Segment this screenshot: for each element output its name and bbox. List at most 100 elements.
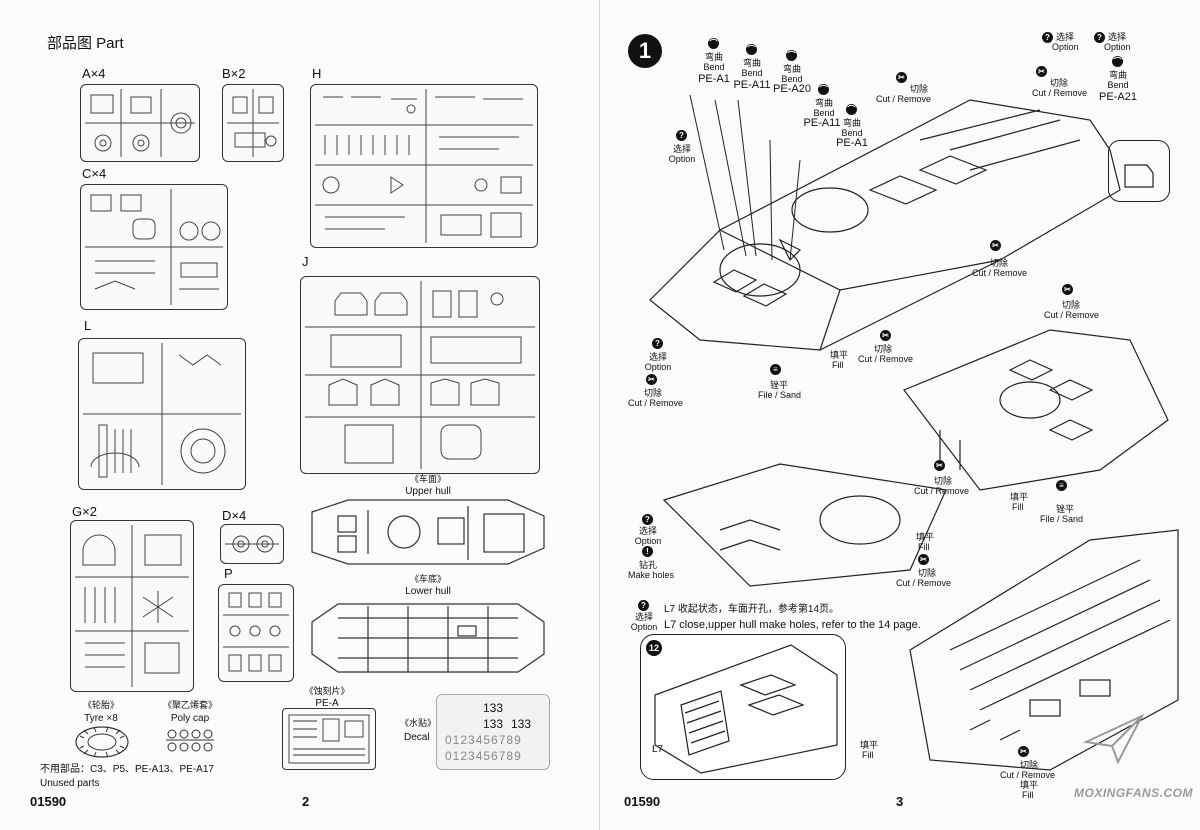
fill-en: Fill [832, 360, 844, 370]
sprue-a-label: A×4 [82, 66, 106, 81]
cut-cn: 切除 [1020, 760, 1039, 770]
bend-en: Bend [841, 128, 863, 138]
sub-step-number: 12 [646, 640, 662, 656]
polycap-drawing [162, 726, 218, 754]
product-code: 01590 [30, 794, 67, 809]
lower-hull-drawing [308, 598, 548, 678]
tyre-cn: 《轮胎》 [82, 700, 119, 710]
cut-en: Cut / Remove [628, 398, 684, 408]
fill-cn: 填平 [1010, 492, 1029, 502]
bend-icon: ⌒ [1112, 56, 1123, 67]
fill-en: Fill [862, 750, 874, 760]
watermark-logo [1082, 712, 1146, 766]
cut-cn: 切除 [644, 388, 663, 398]
hull-lower-assembly [890, 500, 1180, 790]
sprue-h [310, 84, 538, 248]
lower-hull-cn: 《车底》 [409, 574, 446, 584]
option-icon: ? [676, 130, 687, 141]
bend-icon: ⌒ [746, 44, 757, 55]
sprue-b [222, 84, 284, 162]
cut-en: Cut / Remove [1044, 310, 1100, 320]
sprue-g-label: G×2 [72, 504, 97, 519]
cut-icon: ✂ [918, 554, 929, 565]
cut-en: Cut / Remove [876, 94, 932, 104]
watermark-text: MOXINGFANS.COM [1074, 786, 1194, 800]
bend-icon: ⌒ [846, 104, 857, 115]
pe-part-3: PE-A20 [773, 83, 811, 95]
file-cn: 锉平 [1056, 504, 1075, 514]
cut-cn: 切除 [910, 84, 929, 94]
decal-label: Decal [404, 732, 430, 743]
sprue-h-label: H [312, 66, 322, 81]
decal-numbers-2: 0123456789 [445, 749, 522, 763]
option-cn: 选择 [638, 526, 657, 536]
option-icon: ? [638, 600, 649, 611]
holes-en: Make holes [628, 570, 675, 580]
decal-cn: 《水贴》 [400, 718, 437, 728]
bend-cn: 弯曲 [1108, 70, 1127, 80]
bend-cn: 弯曲 [742, 58, 761, 68]
file-icon: ≡ [1056, 480, 1067, 491]
bend-icon: ⌒ [786, 50, 797, 61]
bend-cn: 弯曲 [782, 64, 801, 74]
cut-en: Cut / Remove [858, 354, 914, 364]
fill-cn: 填平 [916, 532, 935, 542]
bend-cn: 弯曲 [842, 118, 861, 128]
cut-cn: 切除 [934, 476, 953, 486]
pe-part-1: PE-A1 [698, 73, 730, 85]
upper-hull-drawing [308, 496, 548, 568]
upper-hull-cn: 《车面》 [409, 474, 446, 484]
fill-en: Fill [918, 542, 930, 552]
pe-label: PE-A [315, 698, 339, 709]
sub-step-label: L7 [652, 744, 664, 755]
decal-tag-2: 133 [483, 717, 504, 731]
pe-part-4: PE-A11 [803, 117, 841, 129]
bend-en: Bend [741, 68, 763, 78]
decal-tag-3: 133 [511, 717, 532, 731]
file-en: File / Sand [1040, 514, 1084, 524]
cut-en: Cut / Remove [914, 486, 970, 496]
option-icon: ? [642, 514, 653, 525]
sprue-j [300, 276, 540, 474]
sprue-b-label: B×2 [222, 66, 246, 81]
file-en: File / Sand [758, 390, 802, 400]
holes-cn: 钻孔 [638, 560, 657, 570]
option-en: Option [634, 536, 662, 546]
polycap-label: Poly cap [170, 713, 210, 724]
cut-cn: 切除 [874, 344, 893, 354]
page-title: 部品图 Part [47, 35, 124, 52]
drill-icon: ! [642, 546, 653, 557]
bend-en: Bend [781, 74, 803, 84]
pe-a21-detail [1108, 140, 1170, 202]
unused-parts-list: C3、P5、PE-A13、PE-A17 [90, 764, 214, 775]
cut-icon: ✂ [1062, 284, 1073, 295]
upper-hull-label: Upper hull [405, 486, 451, 497]
option-cn: 选择 [1108, 32, 1127, 42]
option-icon: ? [1042, 32, 1053, 43]
cut-icon: ✂ [934, 460, 945, 471]
fill-cn: 填平 [1020, 780, 1039, 790]
polycap-cn: 《聚乙烯套》 [162, 700, 217, 710]
fill-cn: 填平 [830, 350, 849, 360]
decal-sheet: 133 133 133 0123456789 0123456789 [436, 694, 550, 770]
option-en: Option [630, 622, 658, 632]
unused-label: Unused parts [40, 778, 100, 789]
tyre-drawing [74, 724, 130, 760]
option-cn: 选择 [634, 612, 653, 622]
cut-cn: 切除 [1050, 78, 1069, 88]
option-en: Option [644, 362, 672, 372]
decal-numbers-1: 0123456789 [445, 733, 522, 747]
tyre-label: Tyre ×8 [84, 713, 118, 724]
option-cn: 选择 [648, 352, 667, 362]
bend-icon: ⌒ [818, 84, 829, 95]
bend-icon: ⌒ [708, 38, 719, 49]
lower-hull-label: Lower hull [405, 586, 451, 597]
bend-en: Bend [813, 108, 835, 118]
sprue-p [218, 584, 294, 682]
bend-en: Bend [1107, 80, 1129, 90]
cut-icon: ✂ [1036, 66, 1047, 77]
cut-icon: ✂ [896, 72, 907, 83]
sprue-p-label: P [224, 566, 233, 581]
cut-en: Cut / Remove [972, 268, 1028, 278]
option-en: Option [668, 154, 696, 164]
